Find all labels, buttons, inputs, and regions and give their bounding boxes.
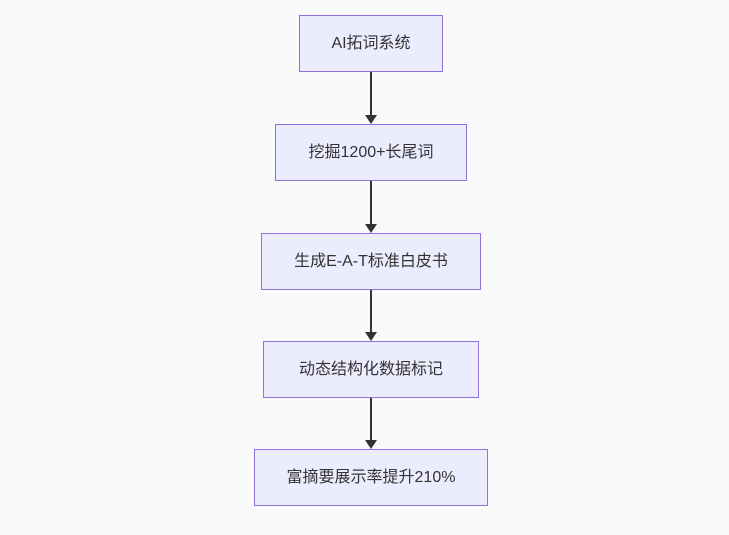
- arrow-head-icon: [365, 332, 377, 341]
- flow-node-rich-snippet-result: 富摘要展示率提升210%: [254, 449, 488, 506]
- flow-node-label: AI拓词系统: [331, 34, 411, 52]
- flow-node-longtail-mining: 挖掘1200+长尾词: [275, 124, 467, 181]
- arrow-head-icon: [365, 115, 377, 124]
- flow-arrow-2: [365, 181, 377, 233]
- flow-node-structured-data-markup: 动态结构化数据标记: [263, 341, 479, 398]
- flow-node-label: 动态结构化数据标记: [298, 360, 443, 378]
- flow-arrow-3: [365, 290, 377, 341]
- arrow-line: [370, 72, 372, 115]
- flow-arrow-4: [365, 398, 377, 449]
- flow-node-eat-whitepaper: 生成E-A-T标准白皮书: [261, 233, 481, 290]
- flow-node-ai-keyword-system: AI拓词系统: [299, 15, 443, 72]
- flow-node-label: 生成E-A-T标准白皮书: [294, 252, 448, 270]
- arrow-line: [370, 290, 372, 332]
- flow-node-label: 富摘要展示率提升210%: [286, 468, 456, 486]
- arrow-head-icon: [365, 440, 377, 449]
- arrow-line: [370, 398, 372, 440]
- flow-arrow-1: [365, 72, 377, 124]
- flow-node-label: 挖掘1200+长尾词: [308, 143, 434, 161]
- arrow-head-icon: [365, 224, 377, 233]
- arrow-line: [370, 181, 372, 224]
